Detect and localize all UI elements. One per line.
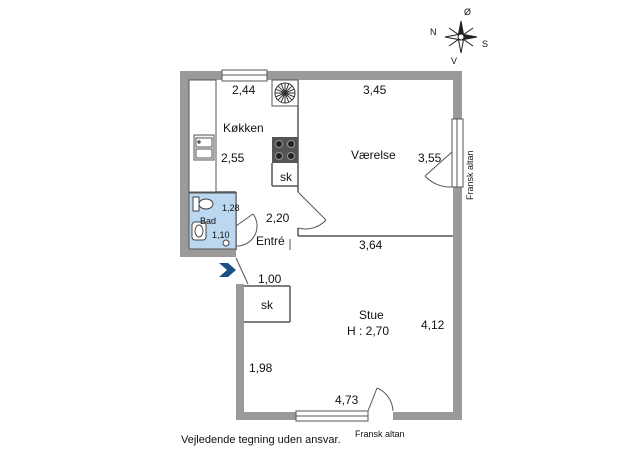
stove-icon <box>272 137 298 163</box>
dim-kitchen-top: 2,44 <box>232 83 256 97</box>
bottom-window <box>295 410 369 422</box>
room-bath: Bad <box>200 216 216 226</box>
compass-n: Ø <box>464 7 471 17</box>
compass-w: N <box>430 27 437 37</box>
closet-living: sk <box>261 298 274 312</box>
dim-living-side: 4,12 <box>421 318 445 332</box>
room-living-height: H : 2,70 <box>347 324 389 338</box>
disclaimer: Vejledende tegning uden ansvar. <box>181 434 341 446</box>
compass-e: S <box>482 39 488 49</box>
dim-kitchen-side: 2,55 <box>221 151 245 165</box>
dim-bath-h: 1,10 <box>212 230 230 240</box>
dim-living-bottom: 4,73 <box>335 393 359 407</box>
fan-spoke <box>284 88 295 94</box>
fan-spoke <box>277 92 286 101</box>
room-living: Stue <box>359 308 384 322</box>
balcony-label-bottom: Fransk altan <box>355 429 405 439</box>
fan-spoke <box>277 85 286 94</box>
doors <box>235 151 453 412</box>
compass-rose-icon <box>444 20 478 54</box>
fan-icon <box>271 79 299 107</box>
fan-spoke <box>284 92 293 101</box>
top-window <box>221 69 268 82</box>
room-entry: Entré <box>256 234 285 248</box>
drain-icon <box>222 239 230 247</box>
dim-living-left: 1,98 <box>249 361 273 375</box>
dim-bedroom-top: 3,45 <box>363 83 387 97</box>
washbasin-icon <box>191 221 207 241</box>
dim-entry: 2,20 <box>266 211 290 225</box>
fan-spoke <box>284 85 293 94</box>
fan-spoke <box>280 92 286 103</box>
fan-spoke <box>284 92 290 103</box>
dim-living-top: 3,64 <box>359 238 383 252</box>
right-window <box>451 118 464 188</box>
fan-spoke <box>280 83 286 94</box>
dim-entry-lower: 1,00 <box>258 272 282 286</box>
fan-spoke <box>275 88 286 94</box>
fan-spoke <box>284 92 295 98</box>
kitchen-counter <box>188 79 217 193</box>
room-kitchen: Køkken <box>223 121 264 135</box>
balcony-label-right: Fransk altan <box>465 150 475 200</box>
fan-spoke <box>275 92 286 98</box>
sink-icon <box>195 137 213 159</box>
dim-bedroom-side: 3,55 <box>418 151 442 165</box>
room-bedroom: Værelse <box>351 148 396 162</box>
fan-spoke <box>284 83 290 94</box>
compass-s: V <box>451 56 457 66</box>
entry-arrow-icon <box>219 263 236 277</box>
closet-kitchen: sk <box>280 170 293 184</box>
dim-bath-w: 1,28 <box>222 203 240 213</box>
toilet-icon <box>192 196 214 212</box>
